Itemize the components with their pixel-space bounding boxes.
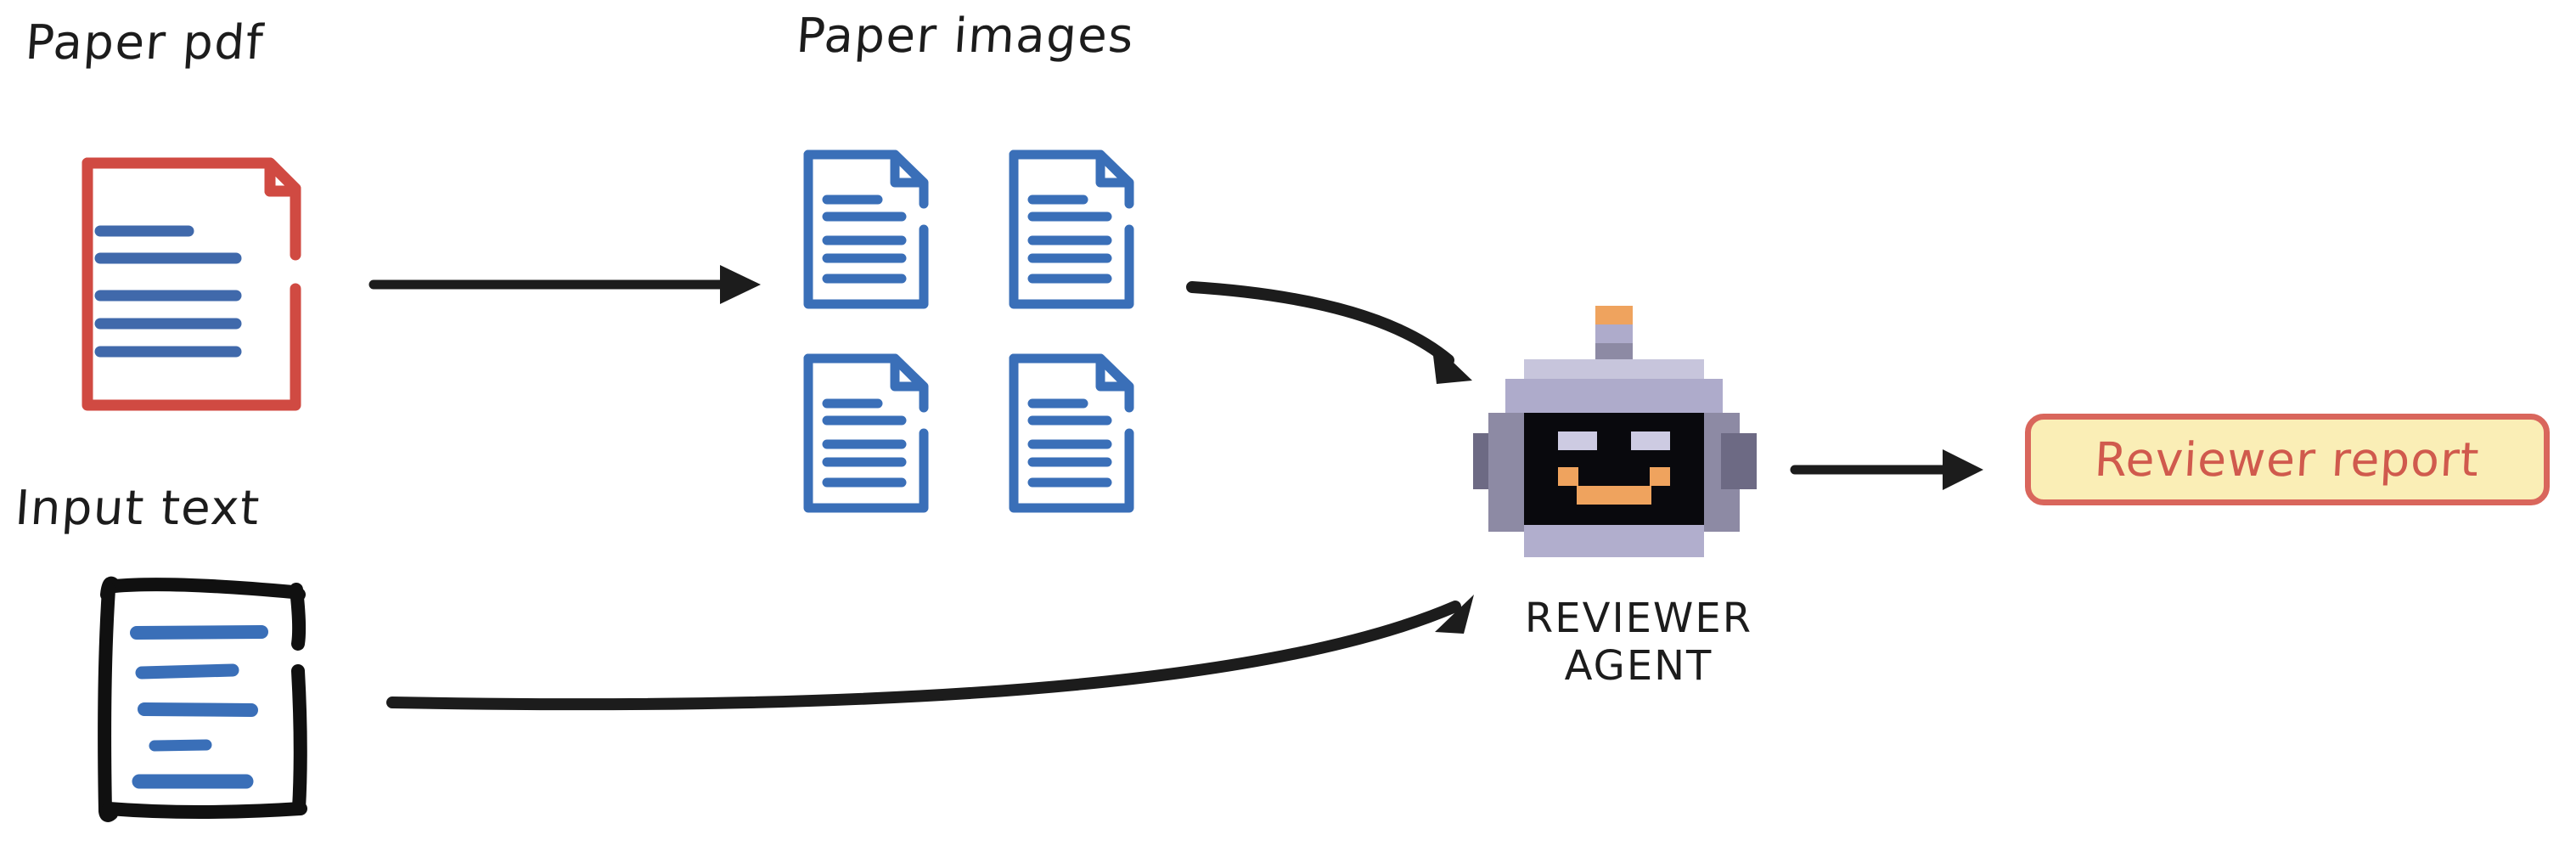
label-paper-pdf: Paper pdf [23,15,266,70]
robot-antenna-base [1595,343,1633,362]
robot-agent-icon [1473,297,1762,561]
pdf-document-icon [82,157,301,411]
paper-document-icon-2 [1009,149,1134,309]
arrow-pdf-to-images [368,265,761,304]
reviewer-report-box[interactable]: Reviewer report [2025,414,2550,505]
robot-smile-left [1558,467,1578,486]
robot-ear-right-outer [1721,433,1757,489]
arrow-input-to-agent [386,595,1474,711]
robot-face-screen [1524,413,1704,525]
label-input-text: Input text [13,481,262,536]
robot-smile-bottom [1577,486,1651,505]
robot-antenna-mid [1595,324,1633,343]
robot-head-upper [1505,379,1723,413]
paper-document-icon-1 [803,149,929,309]
label-paper-images: Paper images [794,8,1137,64]
robot-smile-right [1650,467,1670,486]
arrow-agent-to-report [1790,449,1983,490]
robot-ear-left [1488,413,1524,532]
robot-eye-right [1631,431,1670,450]
arrow-images-to-agent [1186,281,1472,384]
label-reviewer-agent: REVIEWER AGENT [1524,595,1753,690]
reviewer-report-label: Reviewer report [2093,432,2482,487]
robot-antenna-tip [1595,306,1633,324]
sketch-document-icon [98,576,307,822]
paper-document-icon-4 [1009,353,1134,513]
paper-document-icon-3 [803,353,929,513]
robot-eye-left [1558,431,1597,450]
robot-head-top [1524,359,1704,379]
robot-head-lower [1524,525,1704,557]
